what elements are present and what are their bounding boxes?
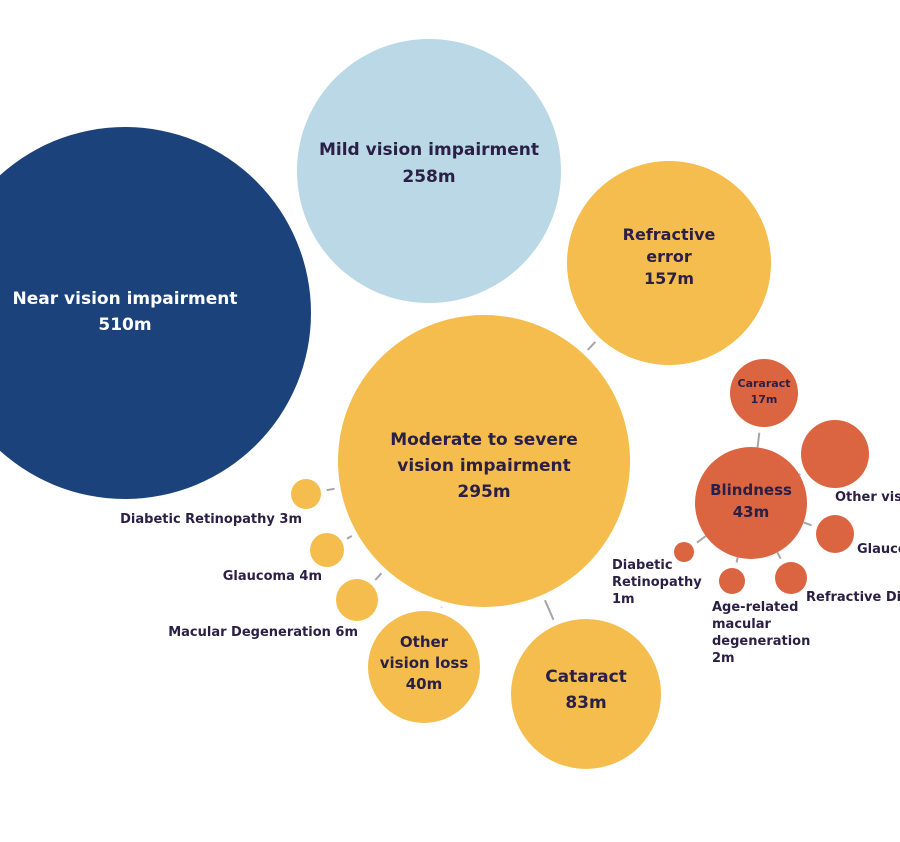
bubble-brefr bbox=[775, 562, 807, 594]
bubble-label-line: 1m bbox=[612, 592, 635, 607]
bubble-label-mod: Moderate to severe vision impairment 295m bbox=[390, 430, 578, 502]
bubble-label-line: Mild vision impairment bbox=[319, 140, 539, 160]
connector-lines bbox=[326, 341, 812, 621]
bubble-label-line: 2m bbox=[712, 651, 735, 666]
bubble-label-line: Cataract bbox=[545, 667, 627, 687]
bubble-mod bbox=[338, 315, 630, 607]
bubble-near bbox=[0, 127, 311, 499]
bubble-label-bgla: Glauco bbox=[857, 542, 900, 557]
bubble-label-line: Moderate to severe bbox=[390, 430, 578, 450]
bubble-label-line: Macular Degeneration 6m bbox=[168, 625, 358, 640]
bubble-label-gla: Glaucoma 4m bbox=[223, 569, 322, 584]
bubble-label-line: Diabetic Retinopathy 3m bbox=[120, 512, 302, 527]
connector-line-mod-dr bbox=[326, 487, 335, 492]
bubble-label-bcat: Cararact 17m bbox=[738, 377, 791, 406]
connector-line-blind-bamd bbox=[735, 557, 739, 563]
bubble-label-line: 510m bbox=[98, 315, 151, 335]
connector-line-blind-brefr bbox=[776, 551, 782, 560]
bubble-label-line: Other bbox=[400, 633, 449, 651]
bubbles: Near vision impairment 510m Mild vision im… bbox=[0, 39, 900, 769]
bubble-bcat bbox=[730, 359, 798, 427]
bubble-label-line: degeneration bbox=[712, 634, 810, 649]
bubble-label-line: 43m bbox=[733, 503, 770, 521]
connector-line-mod-gla bbox=[346, 535, 353, 540]
bubble-label-line: Glaucoma 4m bbox=[223, 569, 322, 584]
bubble-bdr bbox=[674, 542, 694, 562]
bubble-label-line: Refractive Dis bbox=[806, 590, 900, 605]
bubble-label-bother: Other vis bbox=[835, 490, 900, 505]
bubble-label-line: 83m bbox=[565, 693, 606, 713]
bubble-cat bbox=[511, 619, 661, 769]
bubble-gla bbox=[310, 533, 344, 567]
bubble-label-mac: Macular Degeneration 6m bbox=[168, 625, 358, 640]
bubble-refr bbox=[567, 161, 771, 365]
bubble-label-line: 295m bbox=[457, 482, 510, 502]
bubble-label-line: 157m bbox=[644, 269, 694, 288]
bubble-bgla bbox=[816, 515, 854, 553]
bubble-bother bbox=[801, 420, 869, 488]
bubble-label-blind: Blindness 43m bbox=[710, 481, 792, 521]
bubble-label-line: 258m bbox=[402, 167, 455, 187]
bubble-label-dr: Diabetic Retinopathy 3m bbox=[120, 512, 302, 527]
bubble-label-line: Blindness bbox=[710, 481, 792, 499]
bubble-label-line: Refractive bbox=[623, 225, 716, 244]
bubble-label-bamd: Age-related macular degeneration 2m bbox=[712, 600, 810, 666]
bubble-label-line: error bbox=[646, 247, 692, 266]
connector-line-blind-bother bbox=[798, 473, 801, 476]
bubble-label-oth: Other vision loss 40m bbox=[380, 633, 469, 693]
bubble-mac bbox=[336, 579, 378, 621]
bubble-label-line: 40m bbox=[406, 675, 443, 693]
bubble-oth bbox=[368, 611, 480, 723]
connector-line-blind-bcat bbox=[756, 432, 761, 448]
bubble-mild bbox=[297, 39, 561, 303]
bubble-label-line: Cararact bbox=[738, 377, 791, 390]
connector-line-mod-mac bbox=[374, 572, 383, 581]
bubble-label-line: Glauco bbox=[857, 542, 900, 557]
bubble-label-line: vision loss bbox=[380, 654, 469, 672]
bubble-label-line: Other vis bbox=[835, 490, 900, 505]
bubble-label-brefr: Refractive Dis bbox=[806, 590, 900, 605]
bubble-label-line: vision impairment bbox=[397, 456, 570, 476]
bubble-label-line: macular bbox=[712, 617, 772, 632]
connector-line-blind-bgla bbox=[803, 521, 812, 527]
bubble-label-line: Age-related bbox=[712, 600, 798, 615]
bubble-label-near: Near vision impairment 510m bbox=[13, 289, 238, 335]
bubble-bamd bbox=[719, 568, 745, 594]
bubble-label-mild: Mild vision impairment 258m bbox=[319, 140, 539, 187]
bubble-label-line: 17m bbox=[751, 393, 778, 406]
bubble-dr bbox=[291, 479, 321, 509]
connector-line-mod-cat bbox=[544, 599, 555, 621]
bubble-label-line: Near vision impairment bbox=[13, 289, 238, 309]
bubble-label-line: Retinopathy bbox=[612, 575, 702, 590]
bubble-label-cat: Cataract 83m bbox=[545, 667, 627, 713]
bubble-blind bbox=[695, 447, 807, 559]
bubble-label-line: Diabetic bbox=[612, 558, 673, 573]
bubble-label-refr: Refractive error 157m bbox=[623, 225, 716, 288]
connector-line-mod-refr bbox=[587, 341, 596, 351]
connector-line-blind-bdr bbox=[696, 535, 707, 544]
